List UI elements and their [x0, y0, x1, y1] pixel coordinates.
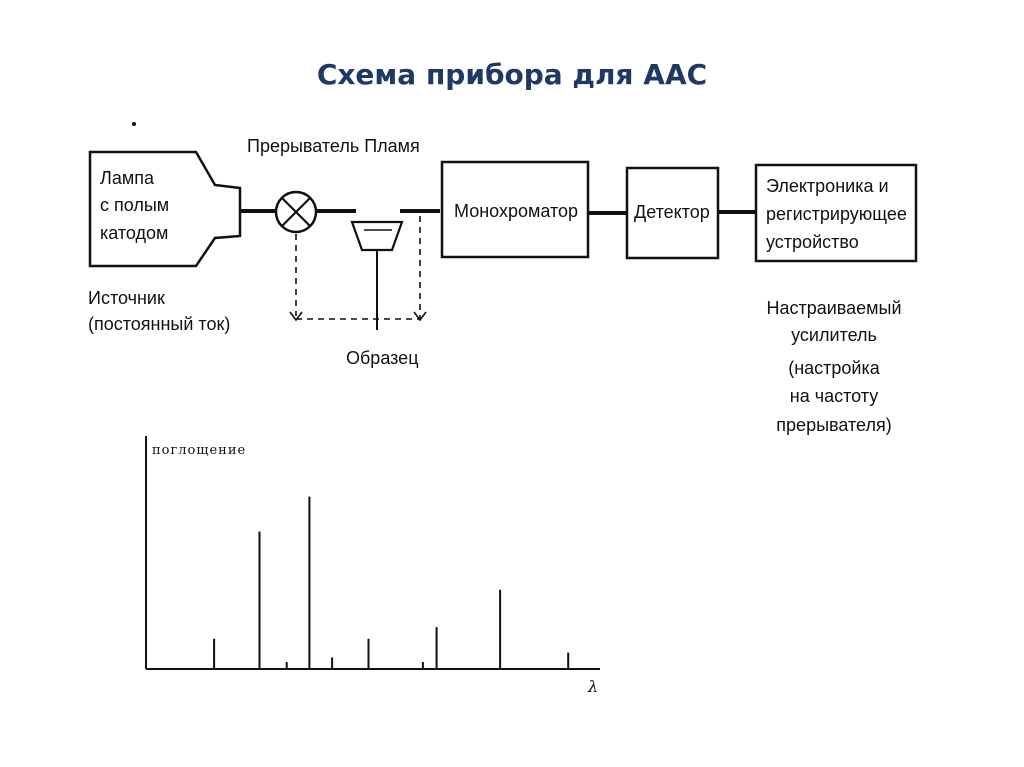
electronics-label-1: Электроника и — [766, 176, 889, 196]
electronics-label-2: регистрирующее — [766, 204, 907, 224]
absorption-spectrum: поглощение λ — [145, 436, 600, 696]
amplifier-label-2: усилитель — [791, 325, 877, 345]
lamp-label-3: катодом — [100, 223, 168, 243]
amplifier-label-5: прерывателя) — [776, 415, 891, 435]
source-label-1: Источник — [88, 288, 165, 308]
lamp-label-2: с полым — [100, 195, 169, 215]
electronics-box — [754, 163, 918, 263]
amplifier-label-3: (настройка — [788, 358, 881, 378]
amplifier-label-1: Настраиваемый — [766, 298, 901, 318]
source-label-2: (постоянный ток) — [88, 314, 230, 334]
electronics-label-3: устройство — [766, 232, 859, 252]
y-axis-label: поглощение — [152, 443, 246, 458]
sample-label: Образец — [346, 348, 419, 368]
sync-link — [289, 216, 427, 322]
burner-icon — [350, 220, 404, 330]
monochromator-box — [440, 160, 590, 259]
amplifier-label-4: на частоту — [790, 386, 878, 406]
monochromator-label: Монохроматор — [454, 201, 578, 221]
chopper-icon — [274, 190, 318, 234]
detector-box — [625, 166, 720, 260]
hollow-cathode-lamp — [88, 150, 242, 268]
slide-title: Схема прибора для ААС — [316, 58, 708, 91]
x-axis-label: λ — [587, 677, 598, 696]
chopper-flame-label: Прерыватель Пламя — [247, 136, 420, 156]
detector-label: Детектор — [634, 202, 710, 222]
lamp-label-1: Лампа — [100, 168, 155, 188]
